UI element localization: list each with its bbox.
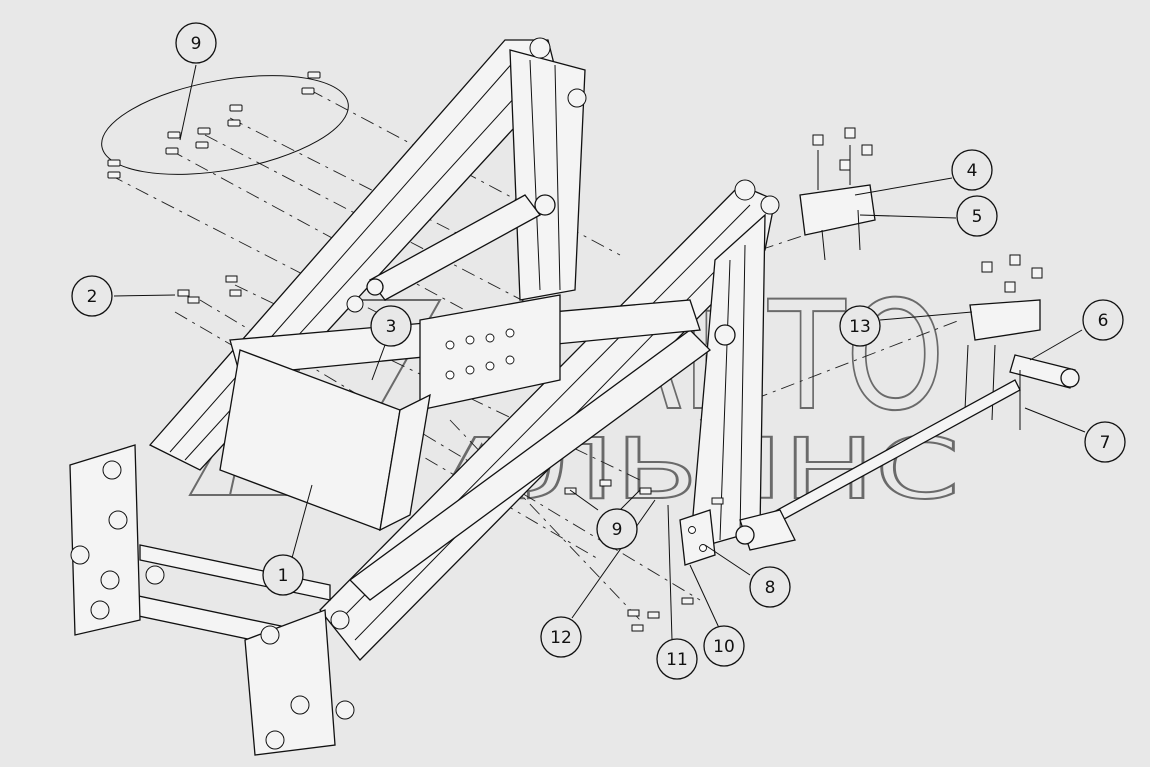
callout-8: 8	[749, 566, 791, 608]
callout-1: 1	[262, 554, 304, 596]
plate-8	[679, 509, 716, 566]
bolt-group-top	[101, 71, 349, 179]
loose-bolts	[177, 275, 724, 632]
bracket-13	[964, 254, 1043, 421]
callout-label: 11	[666, 650, 688, 670]
callout-2: 2	[71, 275, 113, 317]
callout-11: 11	[656, 638, 698, 680]
callout-9-bottom: 9	[596, 508, 638, 550]
callout-label: 13	[849, 317, 871, 337]
callout-label: 1	[278, 566, 289, 586]
callout-7: 7	[1084, 421, 1126, 463]
callout-label: 7	[1100, 433, 1111, 453]
callout-label: 8	[765, 578, 776, 598]
callout-label: 4	[967, 161, 978, 181]
callout-label: 6	[1098, 311, 1109, 331]
callout-label: 9	[612, 520, 623, 540]
callout-label: 5	[972, 207, 983, 227]
callout-6: 6	[1082, 299, 1124, 341]
callout-10: 10	[703, 625, 745, 667]
callouts: 9 2 3 4 5 13 6 7	[71, 22, 1126, 680]
callout-13: 13	[839, 305, 881, 347]
bracket-assembly-4-5	[799, 127, 876, 261]
loader-frame	[69, 37, 780, 756]
callout-5: 5	[956, 195, 998, 237]
callout-3: 3	[370, 305, 412, 347]
link-rod-6-7	[735, 354, 1080, 551]
callout-4: 4	[951, 149, 993, 191]
callout-9-top: 9	[175, 22, 217, 64]
callout-label: 2	[87, 287, 98, 307]
callout-label: 3	[386, 317, 397, 337]
callout-label: 10	[713, 637, 735, 657]
callout-label: 12	[550, 628, 572, 648]
callout-label: 9	[191, 34, 202, 54]
callout-12: 12	[540, 616, 582, 658]
